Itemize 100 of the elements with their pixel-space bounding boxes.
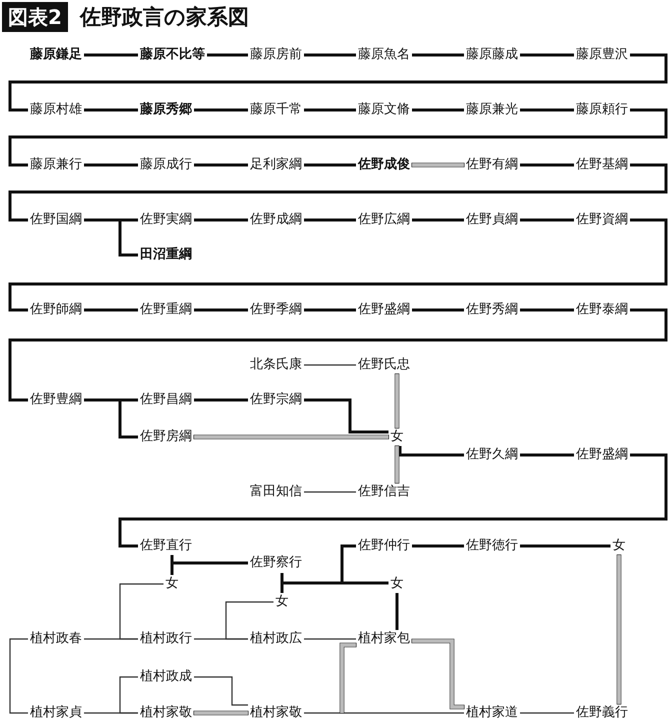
name-label: 佐野成綱 — [248, 211, 304, 229]
name-label: 佐野広綱 — [356, 211, 412, 229]
name-label: 佐野直行 — [138, 537, 194, 555]
lineage-line — [8, 308, 668, 402]
name-label: 植村家敬 — [138, 704, 194, 722]
name-label: 女 — [388, 575, 406, 593]
name-label: 足利家綱 — [248, 156, 304, 174]
name-label: 藤原村雄 — [28, 101, 84, 119]
name-label: 佐野成俊 — [356, 156, 412, 174]
lineage-line — [194, 398, 248, 402]
name-label: 富田知信 — [248, 483, 304, 501]
name-label: 佐野宗綱 — [248, 391, 304, 409]
double-line — [395, 374, 399, 428]
relation-line — [84, 712, 138, 714]
name-label: 佐野徳行 — [464, 537, 520, 555]
name-label: 北条氏康 — [248, 356, 304, 374]
relation-line — [194, 638, 248, 640]
name-label: 植村家貞 — [28, 704, 84, 722]
name-label: 佐野実綱 — [138, 211, 194, 229]
relation-line — [194, 676, 248, 706]
name-label: 藤原成行 — [138, 156, 194, 174]
lineage-line — [520, 218, 574, 222]
name-label: 佐野師綱 — [28, 301, 84, 319]
lineage-line — [170, 555, 174, 575]
double-line — [340, 643, 356, 713]
name-label: 女 — [274, 593, 290, 611]
name-label: 藤原豊沢 — [574, 46, 630, 64]
lineage-line — [396, 593, 398, 630]
lineage-line — [412, 108, 464, 112]
name-label: 藤原藤成 — [464, 46, 520, 64]
name-label: 佐野資綱 — [574, 211, 630, 229]
relation-line — [119, 676, 138, 714]
name-label: 植村政広 — [248, 630, 304, 648]
name-label: 植村家道 — [464, 704, 520, 722]
name-label: 藤原秀郷 — [138, 101, 194, 119]
name-label: 植村政成 — [138, 668, 194, 686]
name-label: 藤原文脩 — [356, 101, 412, 119]
name-label: 植村家包 — [356, 630, 412, 648]
name-label: 女 — [610, 537, 628, 555]
name-label: 佐野季綱 — [248, 301, 304, 319]
name-label: 佐野秀綱 — [464, 301, 520, 319]
name-label: 藤原兼行 — [28, 156, 84, 174]
relation-line — [119, 583, 164, 640]
double-line — [194, 435, 388, 439]
name-label: 佐野昌綱 — [138, 391, 194, 409]
lineage-line — [304, 308, 356, 312]
lineage-line — [520, 544, 610, 548]
lineage-line — [412, 308, 464, 312]
double-line — [412, 639, 464, 709]
lineage-line — [207, 54, 248, 56]
lineage-line — [304, 54, 356, 56]
relation-line — [304, 712, 464, 714]
lineage-line — [304, 164, 356, 166]
lineage-line — [412, 54, 464, 56]
name-label: 女 — [388, 428, 406, 446]
name-label: 佐野貞綱 — [464, 211, 520, 229]
name-label: 佐野義行 — [574, 704, 630, 722]
lineage-line — [118, 454, 668, 548]
name-label: 佐野察行 — [248, 554, 304, 572]
relation-line — [304, 491, 356, 493]
lineage-line — [84, 218, 138, 256]
lineage-line — [520, 308, 574, 312]
lineage-line — [304, 398, 388, 434]
name-label: 佐野豊綱 — [28, 391, 84, 409]
lineage-line — [194, 164, 248, 166]
name-label: 佐野国綱 — [28, 211, 84, 229]
name-label: 藤原千常 — [248, 101, 304, 119]
relation-line — [304, 364, 356, 366]
name-label: 佐野仲行 — [356, 537, 412, 555]
name-label: 佐野盛綱 — [356, 301, 412, 319]
lineage-line — [84, 54, 138, 56]
lineage-line — [172, 562, 248, 564]
relation-line — [9, 638, 28, 714]
lineage-line — [520, 454, 574, 456]
lineage-line — [520, 54, 574, 56]
name-label: 藤原魚名 — [356, 46, 412, 64]
figure-number-badge: 図表2 — [2, 2, 68, 32]
lineage-line — [520, 108, 574, 112]
lineage-line — [194, 108, 248, 112]
name-label: 植村政春 — [28, 630, 84, 648]
name-label: 藤原不比等 — [138, 46, 207, 64]
name-label: 藤原兼光 — [464, 101, 520, 119]
name-label: 植村政行 — [138, 630, 194, 648]
relation-line — [225, 601, 274, 640]
name-label: 田沼重綱 — [138, 246, 194, 264]
double-line — [395, 446, 399, 483]
lineage-line — [8, 108, 668, 166]
lineage-line — [520, 164, 574, 166]
double-line — [617, 555, 621, 704]
name-label: 佐野久綱 — [464, 446, 520, 464]
lineage-line — [8, 218, 668, 312]
double-line — [412, 163, 464, 167]
lineage-line — [84, 164, 138, 166]
name-label: 植村家敬 — [248, 704, 304, 722]
name-label: 佐野有綱 — [464, 156, 520, 174]
lineage-line — [412, 544, 464, 548]
name-label: 藤原房前 — [248, 46, 304, 64]
lineage-line — [304, 108, 356, 112]
lineage-line — [84, 108, 138, 112]
name-label: 佐野氏忠 — [356, 356, 412, 374]
